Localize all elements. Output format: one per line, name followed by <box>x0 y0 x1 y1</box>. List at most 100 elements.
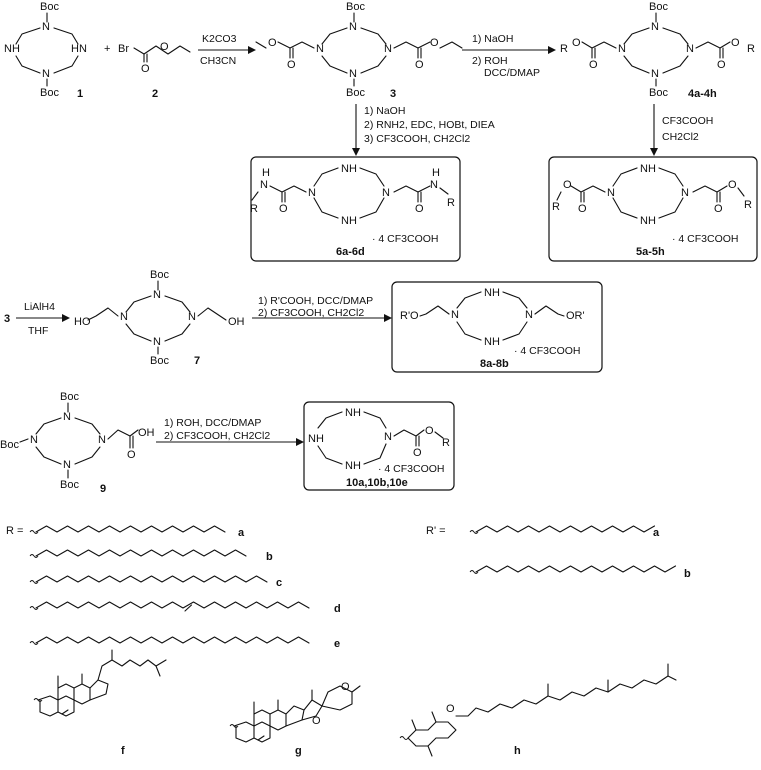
n-label: N <box>349 68 357 80</box>
compound-4-structure: Boc N N N N Boc 4a-4h O R O O R O <box>560 1 755 100</box>
o-label: O <box>589 59 598 71</box>
n-label: N <box>607 187 615 199</box>
compound-label-9: 9 <box>100 483 106 495</box>
salt-label: · 4 CF3COOH <box>378 463 445 475</box>
o-label: O <box>446 703 455 715</box>
o-label: O <box>578 203 587 215</box>
plus-sign: + <box>104 43 110 55</box>
product-box-8: NH N N NH R'O OR' · 4 CF3COOH 8a-8b <box>391 281 603 373</box>
n-label: N <box>316 43 324 55</box>
reaction-arrow-5: LiAlH4 THF <box>16 301 70 337</box>
product-box-10: NH NH N NH O R O · 4 CF3COOH 10a,10b,10e <box>303 401 455 491</box>
o-label: O <box>415 59 424 71</box>
r-label: R <box>560 43 568 55</box>
condition-text: 2) CF3COOH, CH2Cl2 <box>258 307 364 319</box>
nh-label: NH <box>341 163 357 175</box>
condition-text: 1) NaOH <box>472 33 513 45</box>
compound-label-6: 6a-6d <box>336 246 365 258</box>
boc-label: Boc <box>649 87 668 99</box>
compound-label-7: 7 <box>194 355 200 367</box>
nh-label: NH <box>341 215 357 227</box>
diosgenyl-structure: O O <box>229 681 361 743</box>
nh-label: NH <box>484 336 500 348</box>
h-label: H <box>432 167 440 179</box>
nh-label: NH <box>4 43 20 55</box>
ro-label: R'O <box>400 310 419 322</box>
salt-label: · 4 CF3COOH <box>672 233 739 245</box>
o-label: O <box>430 37 439 49</box>
rp-chain-b <box>475 565 677 573</box>
condition-text: CF3COOH <box>662 115 713 127</box>
hn-label: HN <box>71 43 87 55</box>
boc-label: Boc <box>150 355 169 367</box>
nh-label: NH <box>345 460 361 472</box>
condition-text: LiAlH4 <box>24 301 55 313</box>
n-label: N <box>651 21 659 33</box>
compound-label-3-start: 3 <box>4 313 10 325</box>
n-label: N <box>618 43 626 55</box>
alkyl-chains <box>29 525 677 645</box>
n-label: N <box>120 311 128 323</box>
n-label: N <box>260 179 268 191</box>
compound-label-3: 3 <box>390 88 396 100</box>
alkyl-chain-d <box>35 601 310 609</box>
reaction-arrow-7: 1) ROH, DCC/DMAP 2) CF3COOH, CH2Cl2 <box>156 417 304 446</box>
condition-text: CH3CN <box>200 55 236 67</box>
ho-label: HO <box>74 316 91 328</box>
n-label: N <box>686 43 694 55</box>
boc-label: Boc <box>60 479 79 491</box>
boc-label: Boc <box>346 1 365 13</box>
n-label: N <box>382 187 390 199</box>
salt-label: · 4 CF3COOH <box>372 233 439 245</box>
boc-label: Boc <box>346 87 365 99</box>
boc-label: Boc <box>40 1 59 13</box>
r-letter-g: g <box>295 745 302 757</box>
o-label: O <box>728 179 737 191</box>
reaction-arrow-3: 1) NaOH 2) RNH2, EDC, HOBt, DIEA 3) CF3C… <box>352 104 495 156</box>
r-label: R <box>552 201 560 213</box>
rp-chain-a <box>475 525 656 533</box>
alkyl-chain-b <box>35 549 247 557</box>
condition-text: THF <box>28 325 48 337</box>
n-label: N <box>63 411 71 423</box>
oh-label: OH <box>228 316 245 328</box>
compound-2-structure: Br O O 2 <box>118 41 191 100</box>
condition-text: 2) RNH2, EDC, HOBt, DIEA <box>364 119 495 131</box>
n-label: N <box>651 68 659 80</box>
o-label: O <box>717 59 726 71</box>
o-label: O <box>413 447 422 459</box>
condition-text: CH2Cl2 <box>662 131 699 143</box>
nh-label: NH <box>640 215 656 227</box>
condition-text: 1) ROH, DCC/DMAP <box>164 417 261 429</box>
n-label: N <box>451 309 459 321</box>
n-label: N <box>308 187 316 199</box>
oh-label: OH <box>138 427 155 439</box>
reaction-arrow-4: CF3COOH CH2Cl2 <box>650 104 713 156</box>
n-label: N <box>63 459 71 471</box>
product-box-6: NH N N NH N H R O N H R O · 4 CF3COOH 6a… <box>250 156 461 262</box>
or-label: OR' <box>566 310 585 322</box>
n-label: N <box>42 68 50 80</box>
alkyl-chain-c <box>35 575 268 583</box>
condition-text: K2CO3 <box>202 33 237 45</box>
o-label: O <box>268 37 277 49</box>
compound-label-4: 4a-4h <box>688 88 717 100</box>
n-label: N <box>153 336 161 348</box>
condition-text: 2) ROH <box>472 55 508 67</box>
r-label: R <box>744 199 752 211</box>
rp-letter-a: a <box>653 527 660 539</box>
o-label: O <box>731 37 740 49</box>
o-label: O <box>415 203 424 215</box>
r-label: R <box>747 43 755 55</box>
n-label: N <box>384 43 392 55</box>
o-label: O <box>160 41 169 53</box>
compound-9-structure: Boc N N N Boc N Boc 9 OH O <box>0 391 155 495</box>
rp-definition-label: R' = <box>426 525 446 537</box>
r-letter-c: c <box>276 577 282 589</box>
double-bond <box>184 604 193 612</box>
alkyl-chain-e <box>35 636 310 644</box>
nh-label: NH <box>308 433 324 445</box>
tocopheryl-structure: O <box>399 663 677 757</box>
condition-text: 3) CF3COOH, CH2Cl2 <box>364 133 470 145</box>
